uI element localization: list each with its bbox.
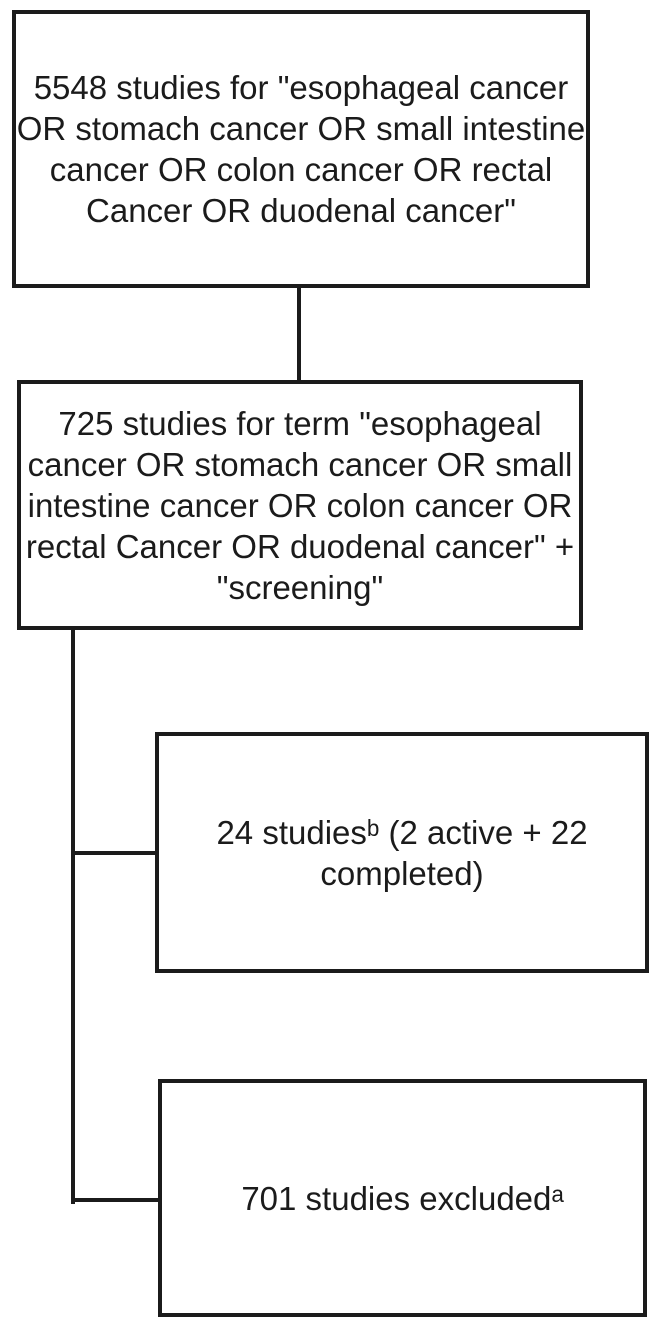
text-line: 725 studies for term "esophageal — [58, 404, 542, 442]
text-line: OR stomach cancer OR small intestine — [16, 110, 586, 147]
connector-box1-to-box2 — [297, 288, 301, 382]
text-line: intestine cancer OR colon cancer OR — [27, 486, 573, 524]
text-line: 5548 studies for "esophageal cancer — [33, 69, 569, 106]
node-search-all-terms: 5548 studies for "esophageal cancer OR st… — [12, 10, 590, 288]
text-line: rectal Cancer OR duodenal cancer" + — [25, 527, 575, 565]
text-line: cancer OR colon cancer OR rectal — [49, 151, 553, 188]
connector-branch-to-included — [71, 851, 161, 855]
node-excluded-studies: 701 studies excludedᵃ — [158, 1079, 647, 1317]
text-line: Cancer OR duodenal cancer" — [86, 192, 516, 229]
connector-trunk-vertical — [71, 628, 75, 1204]
text-line: "screening" — [216, 568, 384, 606]
text-line: completed) — [320, 854, 484, 892]
text-line: cancer OR stomach cancer OR small — [27, 445, 573, 483]
text-line: 24 studiesᵇ (2 active + 22 — [216, 813, 588, 851]
connector-branch-to-excluded — [71, 1198, 164, 1202]
text-line: 701 studies excludedᵃ — [241, 1179, 564, 1217]
